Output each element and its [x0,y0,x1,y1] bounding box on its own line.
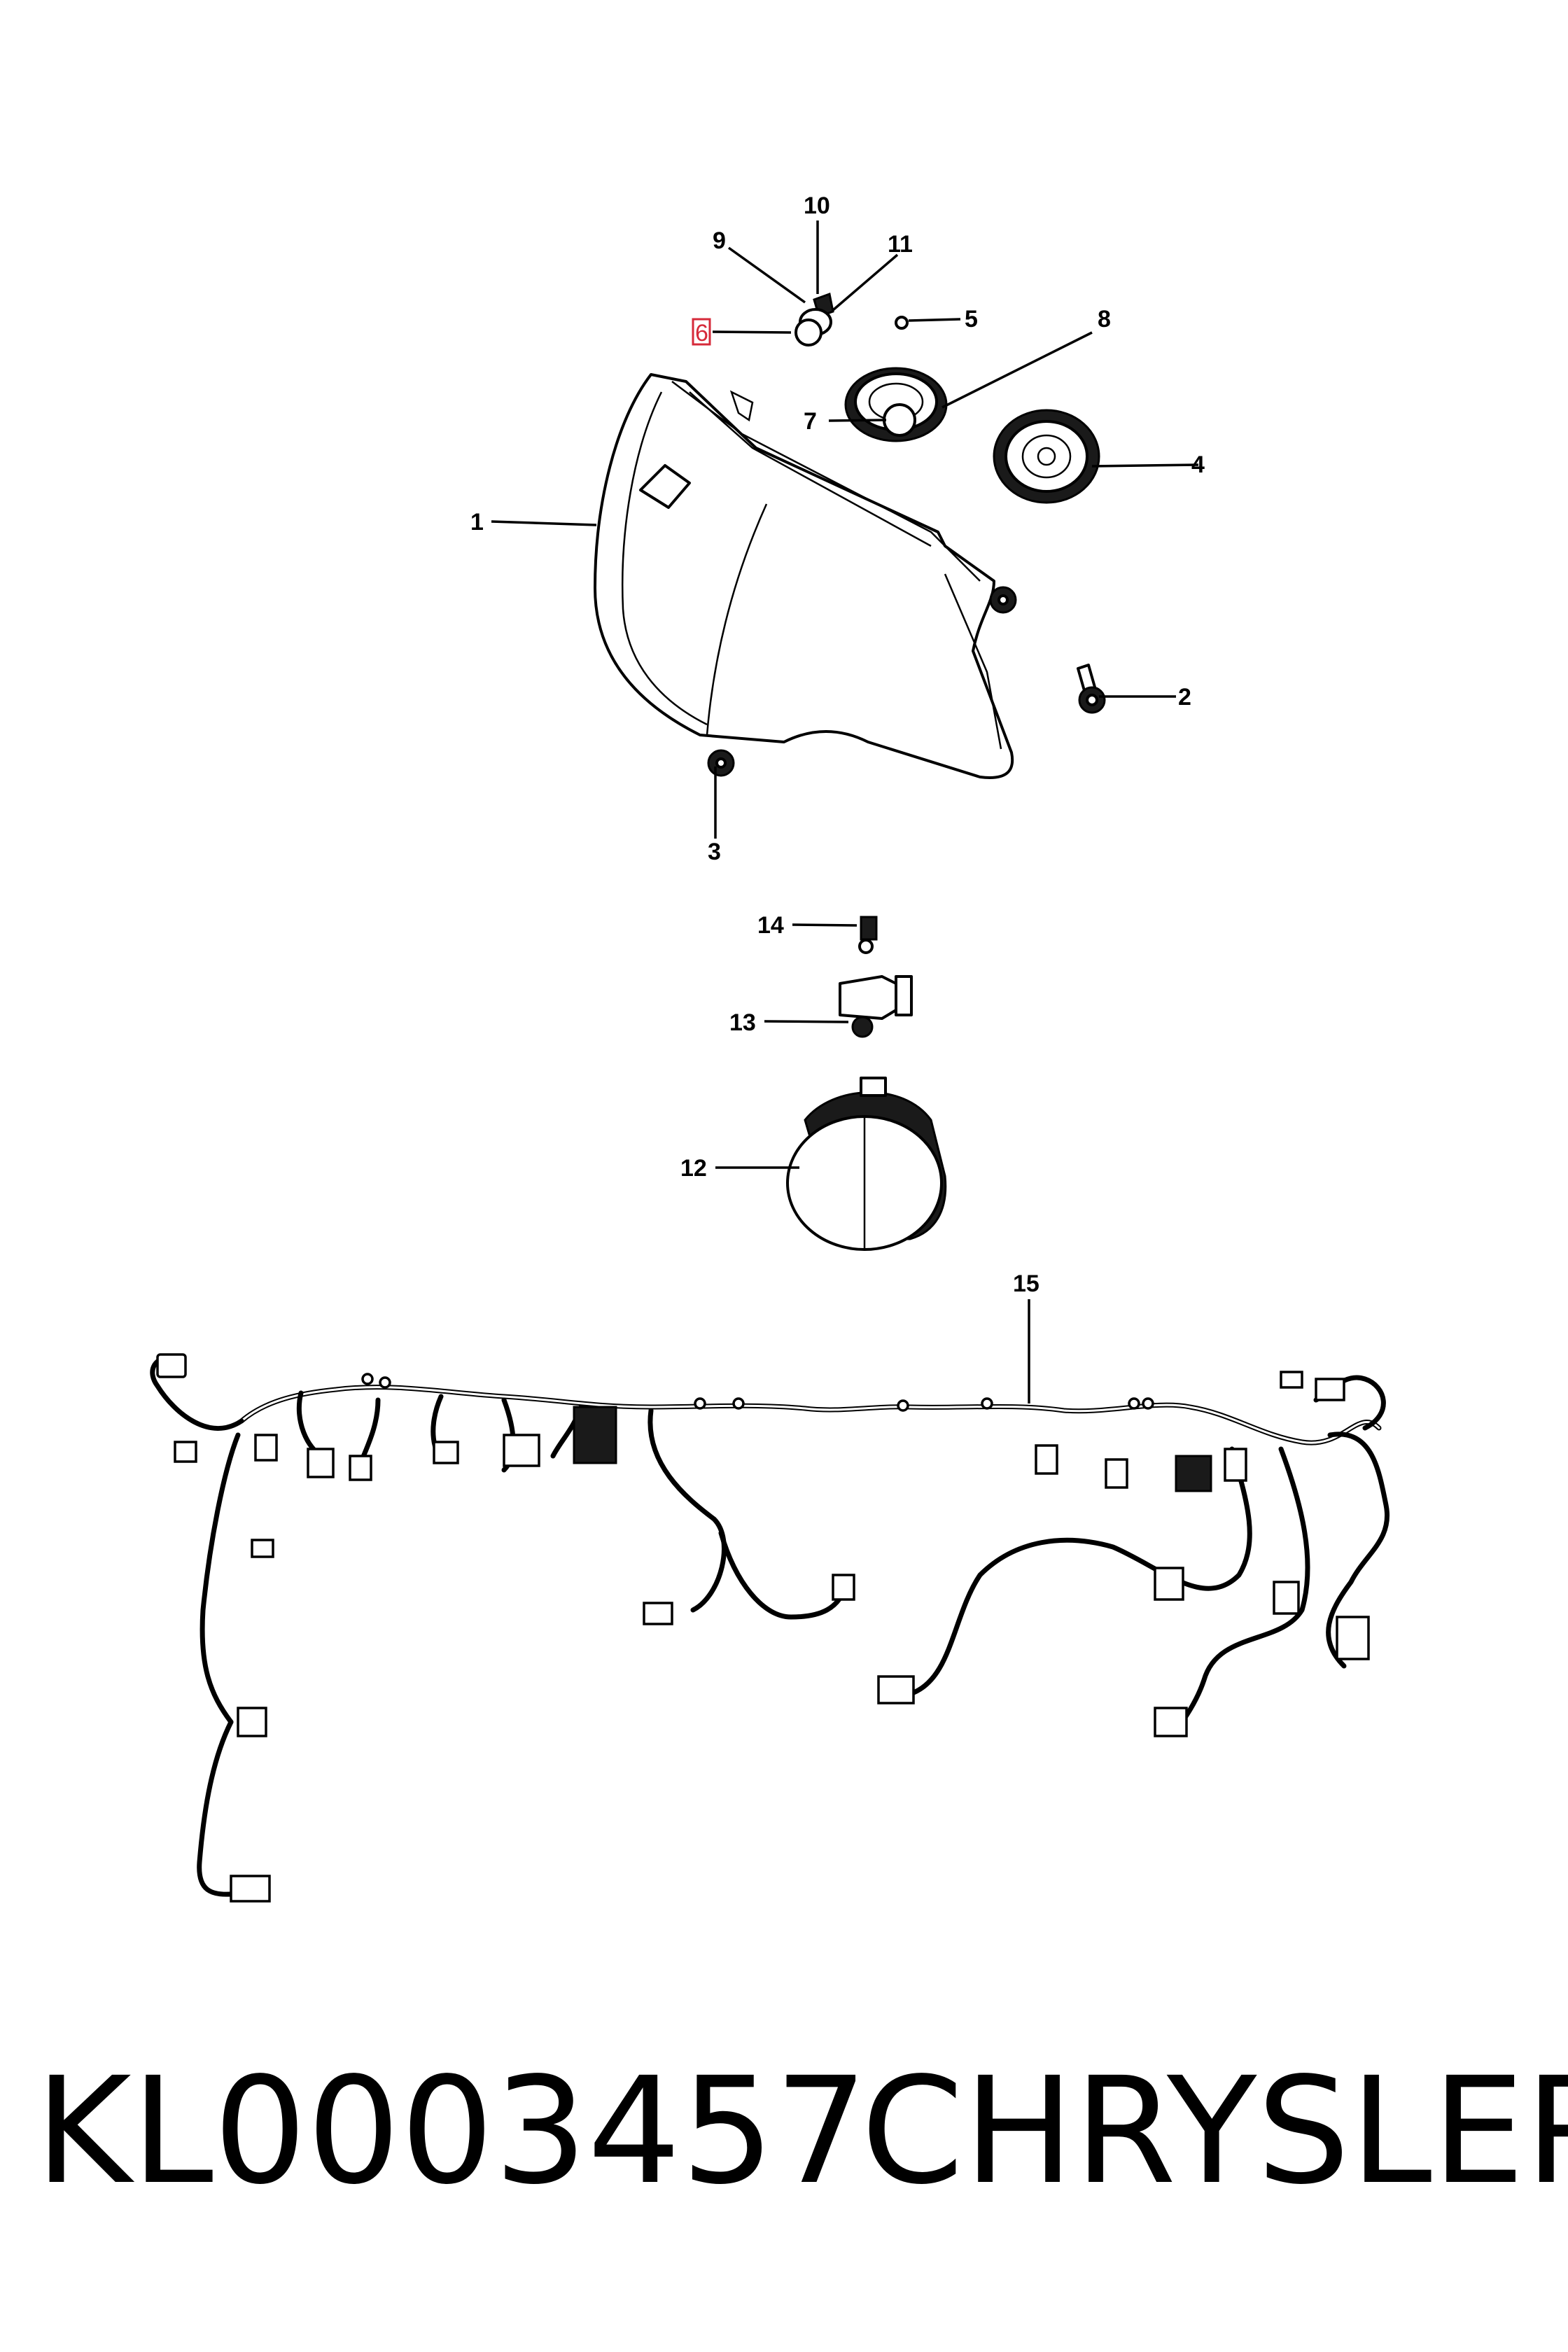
callout-12: 12 [680,1155,707,1182]
headlamp-assembly [594,373,1017,779]
callout-7: 7 [804,408,817,435]
fog-bulb [839,975,913,1038]
brand-name: CHRYSLER [861,2045,1568,2217]
callout-10: 10 [804,192,830,219]
screw [1077,664,1106,714]
callout-14: 14 [757,912,784,939]
callout-9: 9 [713,227,726,254]
callout-15: 15 [1013,1270,1040,1297]
callout-13: 13 [729,1009,756,1036]
callout-2: 2 [1178,684,1191,710]
bulb-socket-4 [993,409,1100,504]
small-bulb-5 [895,316,909,330]
callout-labels: 1 2 3 4 5 6 7 8 9 10 11 12 13 14 15 [470,192,1205,1297]
clip [858,916,878,954]
part-number: KL0003457 [35,2045,868,2217]
fog-lamp [786,1077,947,1251]
bulb-socket-8 [844,367,948,442]
wiring-harness [150,1353,1390,1903]
callout-8: 8 [1098,306,1111,332]
bulb-6-assembly [794,292,834,346]
leader-lines [491,220,1199,1404]
callout-6-highlight-box [692,318,711,346]
callout-11: 11 [888,231,913,258]
callout-1: 1 [470,509,484,536]
callout-5: 5 [965,306,978,332]
callout-6: 6 [695,320,708,346]
connector [156,1353,187,1378]
callout-4: 4 [1191,451,1205,478]
callout-3: 3 [708,839,721,865]
